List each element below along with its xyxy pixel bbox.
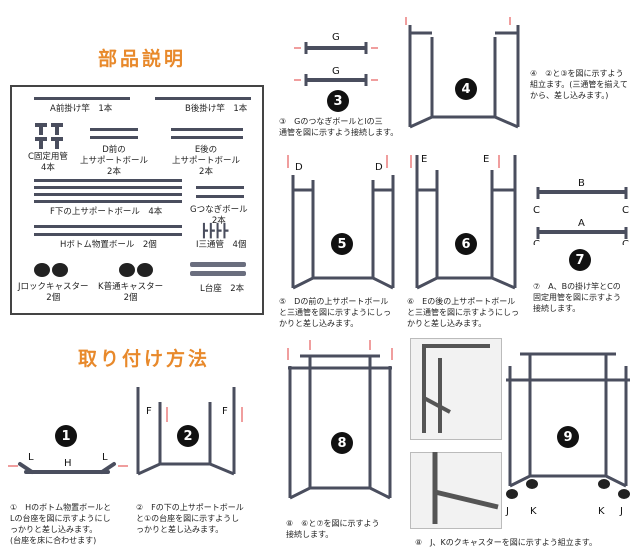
label-c: C	[533, 239, 540, 245]
part-c-fittings	[35, 123, 63, 149]
part-h-pipe	[34, 233, 182, 236]
step-8-number: 8	[331, 432, 353, 454]
part-l-label: L台座 2本	[200, 284, 245, 294]
label-f: F	[146, 406, 152, 417]
step-2-number: 2	[177, 425, 199, 447]
part-j-label: Jロックキャスター 2個	[18, 282, 89, 303]
part-b-label: B後掛け竿 1本	[185, 104, 248, 114]
part-l-base	[190, 271, 246, 276]
part-d-label: D前の 上サポートボール 2本	[80, 145, 149, 177]
label-c: C	[622, 239, 629, 245]
label-l: L	[102, 452, 108, 463]
step-5-number: 5	[331, 233, 353, 255]
part-k-casters-icon	[119, 263, 153, 277]
label-l: L	[28, 452, 34, 463]
part-i-fittings-icon: ┣┣┣┣	[200, 224, 228, 239]
step-3-diagram: GG	[294, 32, 378, 86]
label-d: D	[295, 162, 303, 173]
label-k: K	[530, 506, 537, 517]
label-d: D	[375, 162, 383, 173]
part-l-base	[190, 262, 246, 267]
part-a-pipe	[34, 97, 130, 100]
parts-box	[10, 85, 264, 315]
label-c: C	[533, 205, 540, 216]
label-j: J	[619, 506, 623, 517]
step-2-caption: ② Fの下の上サポートボール と①の台座を図に示すようし っかりと差し込みます。	[136, 503, 244, 534]
step-8-caption: ⑧ ⑥と⑦を図に示すよう 接続します。	[286, 519, 380, 539]
label-e: E	[483, 154, 489, 165]
part-h-label: Hボトム物置ボール 2個	[60, 240, 157, 250]
step-4-diagram	[405, 17, 520, 129]
detail-photo-bottom-drawing	[432, 452, 499, 524]
label-g: G	[332, 32, 340, 43]
step-6-caption: ⑥ Eの後の上サポートボール と三通管を図に示すようにしっ かりと差し込みます。	[407, 297, 519, 328]
part-g-label: Gつなぎボール 2本	[190, 205, 248, 226]
step-1-diagram: LHL	[8, 452, 128, 474]
label-k: K	[598, 506, 605, 517]
label-f: F	[222, 406, 228, 417]
label-c: C	[622, 205, 629, 216]
detail-photo-top-drawing	[422, 344, 490, 433]
label-g: G	[332, 66, 340, 77]
step-4-caption: ④ ②と③を図に示すよう 組立ます。(三通管を揃えて から、差し込みます。)	[530, 69, 628, 100]
part-i-label: I三通管 4個	[196, 240, 247, 250]
part-f-pipe	[34, 193, 182, 196]
part-f-pipe	[34, 179, 182, 182]
step-1-caption: ① Hのボトム物置ボールと Lの台座を図に示すようにし っかりと差し込みます。 …	[10, 503, 112, 545]
step-7-caption: ⑦ A、Bの掛け竿とCの 固定用管を図に示すよう 接続します。	[533, 282, 621, 313]
label-a: A	[578, 218, 585, 229]
part-f-pipe	[34, 200, 182, 203]
part-e-pipe	[171, 128, 243, 131]
part-e-label: E後の 上サポートボール 2本	[172, 145, 241, 177]
part-f-label: F下の上サポートボール 4本	[50, 207, 163, 217]
part-g-pipe	[196, 186, 244, 189]
part-k-label: K普通キャスター 2個	[98, 282, 164, 303]
step-6-number: 6	[455, 233, 477, 255]
part-e-pipe	[171, 136, 243, 139]
part-f-pipe	[34, 186, 182, 189]
label-b: B	[578, 178, 585, 189]
part-g-pipe	[196, 195, 244, 198]
parts-title: 部品説明	[98, 48, 187, 70]
part-j-casters-icon	[34, 263, 68, 277]
part-d-pipe	[90, 128, 138, 131]
label-e: E	[421, 154, 427, 165]
part-b-pipe	[155, 97, 251, 100]
step-7-number: 7	[569, 249, 591, 271]
step-7-diagram: B C C A C C	[533, 178, 629, 245]
step-3-number: 3	[327, 90, 349, 112]
detail-photo-bottom	[410, 452, 502, 529]
part-a-label: A前掛け竿 1本	[50, 104, 113, 114]
part-c-label: C固定用管 4本	[28, 152, 68, 173]
step-8-diagram	[287, 340, 393, 500]
part-d-pipe	[90, 136, 138, 139]
assembly-title: 取り付け方法	[78, 348, 211, 370]
step-1-number: 1	[55, 425, 77, 447]
step-9-number: 9	[557, 426, 579, 448]
step-5-caption: ⑤ Dの前の上サポートボール と三通管を図に示すようにしっ かりと差し込みます。	[279, 297, 391, 328]
step-4-number: 4	[455, 78, 477, 100]
label-j: J	[505, 506, 509, 517]
part-h-pipe	[34, 225, 182, 228]
label-h: H	[64, 458, 72, 469]
step-3-caption: ③ Gのつなぎボールとlの三 通管を図に示すよう接続します。	[279, 117, 399, 137]
step-9-caption: ⑧ J、Kのクキャスターを図に示すよう組立ます。	[415, 538, 597, 547]
